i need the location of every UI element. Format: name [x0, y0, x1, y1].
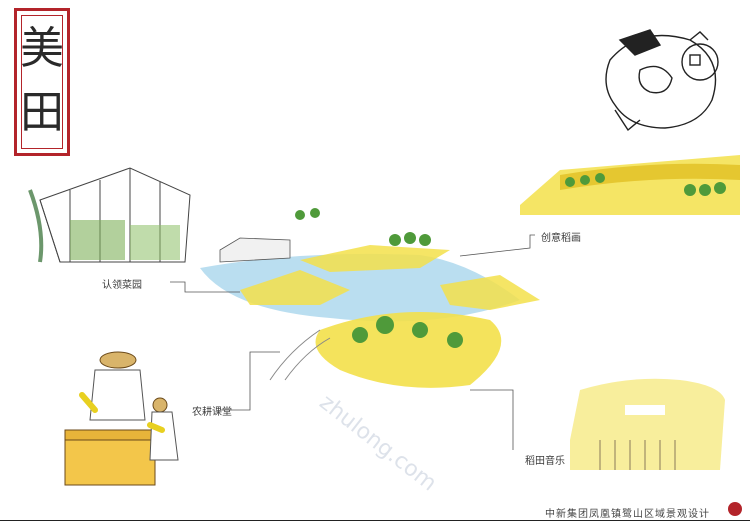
label-farming-classroom: 农耕课堂: [192, 407, 232, 418]
rice-field-music-scene: [570, 378, 725, 470]
label-creative-rice-painting: 创意稻画: [541, 233, 581, 244]
beekeeper-scene: [64, 351, 179, 486]
label-leader-lines: [170, 234, 535, 450]
title-frame: 美 田: [14, 8, 70, 156]
title-char-1: 美: [20, 23, 64, 74]
label-rice-field-music: 稻田音乐: [525, 456, 565, 467]
rice-painting-scene: [520, 155, 740, 215]
greenhouse-sketch: [28, 167, 191, 263]
site-plan-sketch: [605, 29, 719, 132]
central-landscape: [200, 208, 540, 388]
label-vegetable-garden: 认领菜园: [102, 280, 142, 291]
seal-icon: [728, 502, 742, 516]
footer-divider: [0, 520, 750, 521]
title-inner-frame: [21, 15, 63, 149]
footer-credit: 中新集团凤凰镇鹭山区域景观设计: [545, 509, 710, 520]
title-char-2: 田: [20, 87, 64, 138]
